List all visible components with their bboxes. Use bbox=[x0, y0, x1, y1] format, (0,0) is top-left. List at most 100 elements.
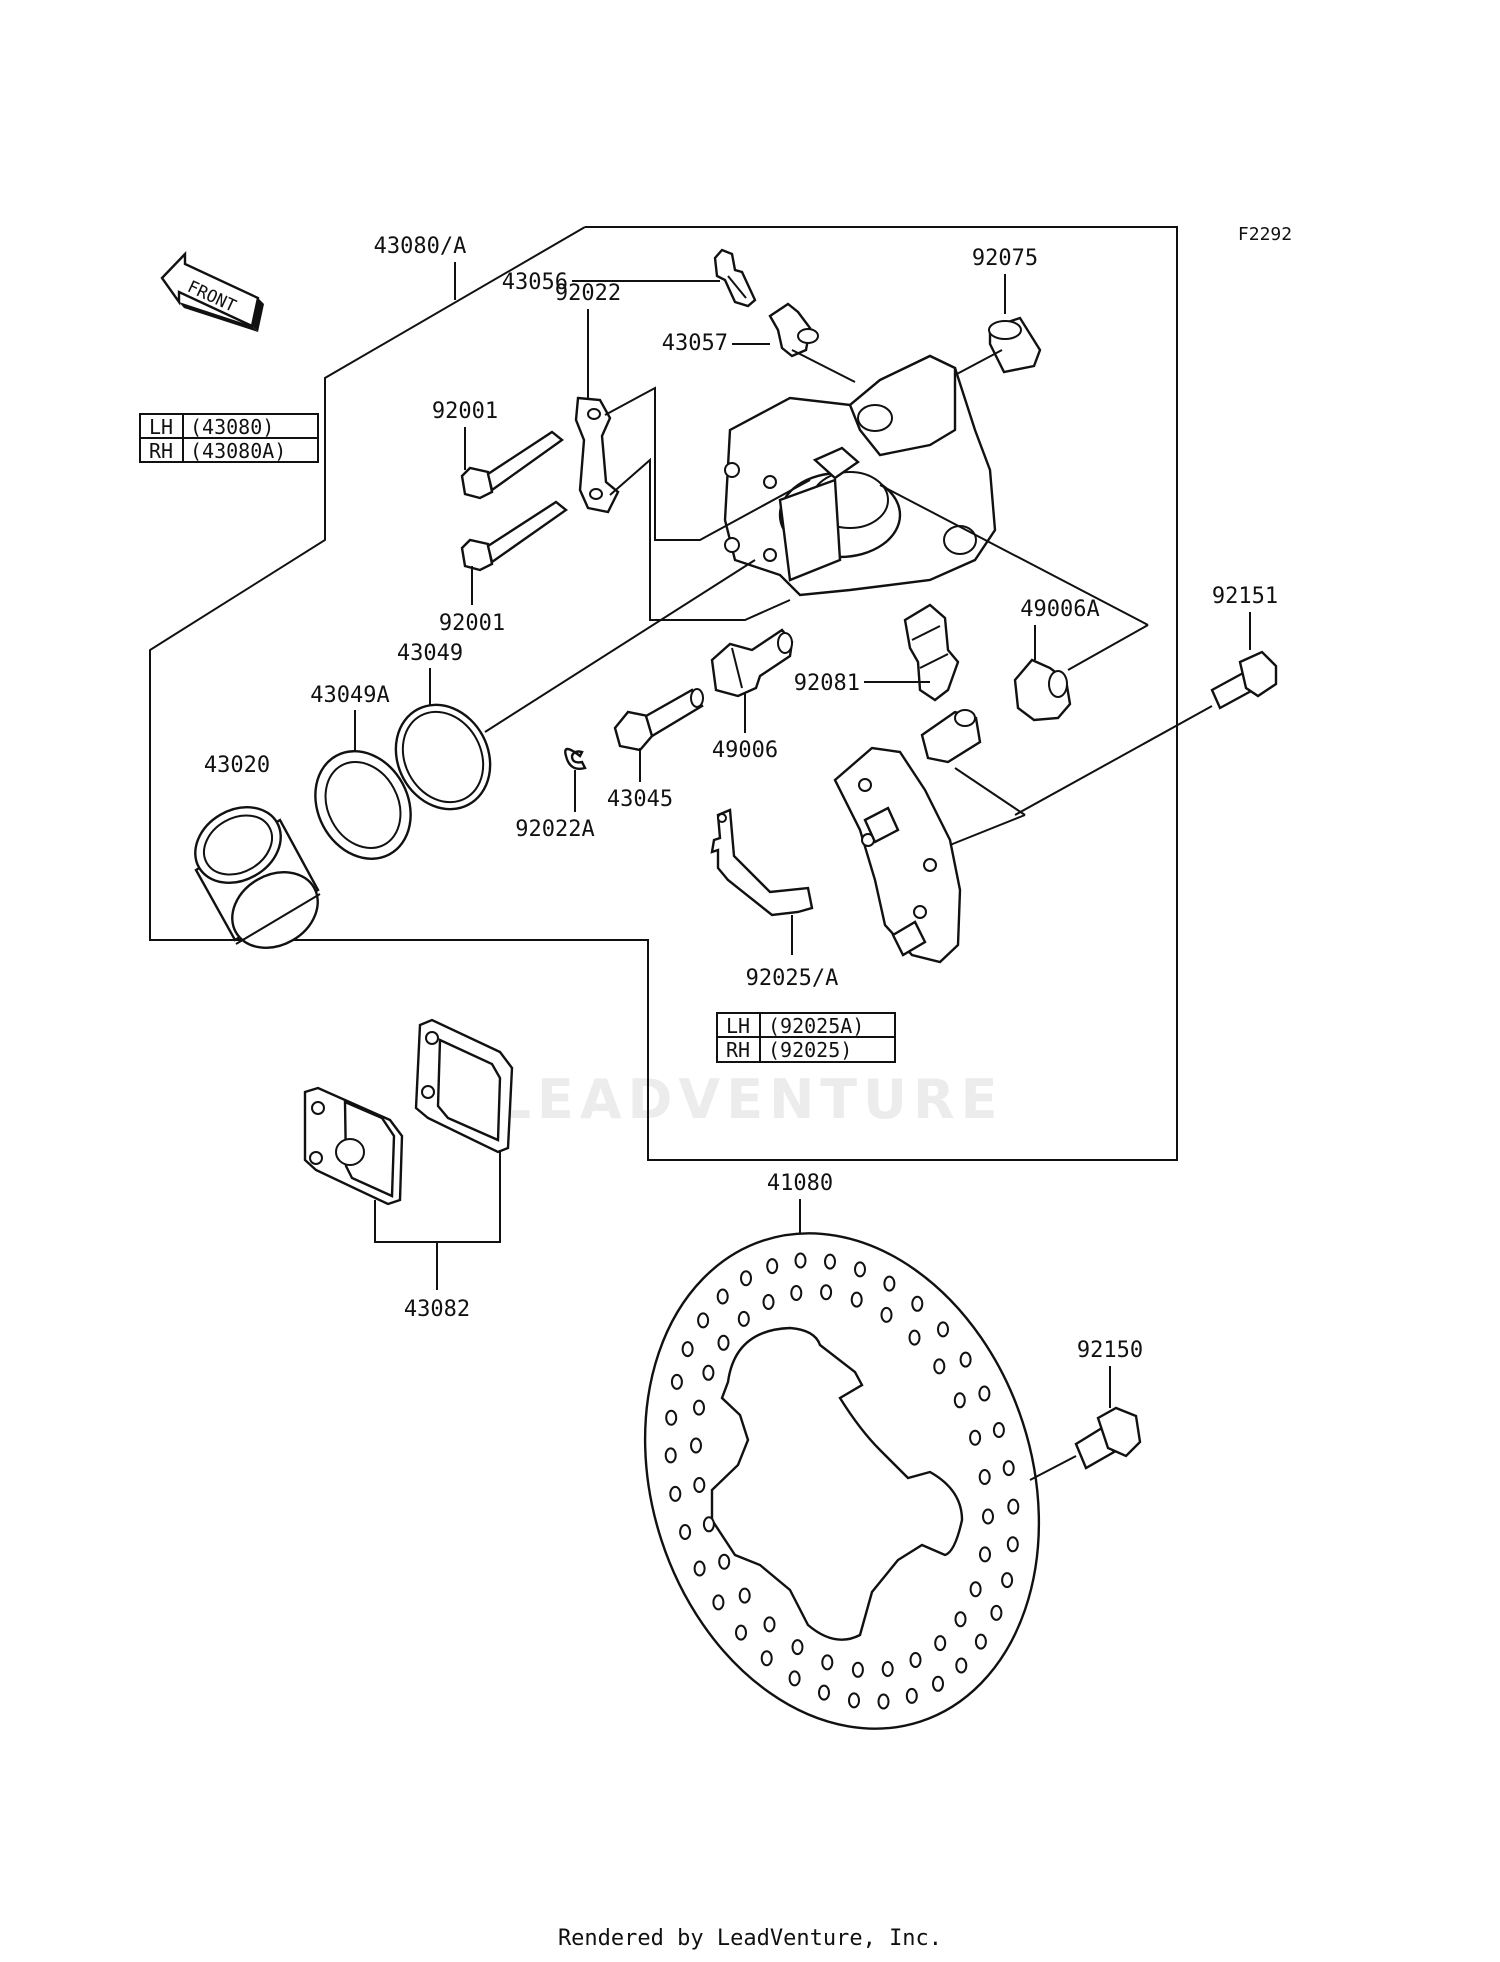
label-92075: 92075 bbox=[972, 246, 1038, 271]
disc-vent-hole bbox=[788, 1670, 801, 1687]
disc-vent-hole bbox=[818, 1684, 830, 1701]
disc-vent-hole bbox=[955, 1657, 968, 1674]
caliper-assembly-boundary bbox=[149, 226, 1178, 1161]
bracket-table-rh-side: RH bbox=[726, 1038, 750, 1062]
caliper-table-lh-part: (43080) bbox=[190, 415, 274, 439]
disc-vent-hole bbox=[670, 1373, 683, 1390]
disc-vent-hole bbox=[883, 1275, 896, 1292]
disc-vent-hole bbox=[712, 1594, 725, 1611]
disc-vent-hole bbox=[934, 1635, 947, 1652]
plate-92022 bbox=[574, 396, 620, 514]
disc-vent-hole bbox=[740, 1270, 752, 1287]
disc-vent-hole bbox=[982, 1508, 994, 1525]
label-49006A: 49006A bbox=[1020, 597, 1099, 622]
disc-vent-hole bbox=[1006, 1536, 1019, 1553]
caliper-table-lh-side: LH bbox=[149, 415, 173, 439]
pin-43045 bbox=[613, 688, 704, 752]
disc-vent-hole bbox=[854, 1261, 866, 1278]
bolt-92001-bottom bbox=[460, 500, 568, 572]
disc-vent-hole bbox=[908, 1329, 921, 1346]
disc-vent-hole bbox=[932, 1675, 944, 1692]
plate-92025-A bbox=[710, 808, 814, 917]
label-92150: 92150 bbox=[1077, 1338, 1143, 1363]
disc-vent-hole bbox=[820, 1284, 833, 1301]
label-49006: 49006 bbox=[712, 738, 778, 763]
front-arrow-icon: FRONT bbox=[160, 251, 264, 332]
disc-vent-hole bbox=[679, 1524, 692, 1540]
seal-43049 bbox=[394, 703, 492, 811]
render-credit: Rendered by LeadVenture, Inc. bbox=[557, 1926, 943, 1951]
disc-vent-hole bbox=[974, 1633, 987, 1650]
label-43049: 43049 bbox=[397, 641, 463, 666]
disc-vent-hole bbox=[794, 1252, 807, 1269]
caliper-body bbox=[723, 354, 997, 597]
bolt-92151 bbox=[1210, 650, 1278, 710]
bracket-table-lh-part: (92025A) bbox=[768, 1014, 864, 1038]
disc-vent-hole bbox=[992, 1422, 1005, 1438]
disc-vent-hole bbox=[716, 1288, 729, 1305]
label-92022: 92022 bbox=[555, 281, 621, 306]
disc-vent-hole bbox=[702, 1516, 715, 1533]
label-92025-A: 92025/A bbox=[746, 966, 839, 991]
bleeder-cap bbox=[768, 302, 819, 358]
caliper-table-rh-side: RH bbox=[149, 439, 173, 463]
disc-vent-hole bbox=[762, 1294, 775, 1310]
disc-vent-hole bbox=[848, 1692, 860, 1709]
disc-vent-hole bbox=[738, 1587, 751, 1604]
disc-vent-hole bbox=[1001, 1572, 1014, 1589]
disc-vent-hole bbox=[911, 1295, 924, 1312]
brake-pads-43082 bbox=[303, 1018, 514, 1206]
boot-49006A bbox=[1013, 658, 1072, 722]
label-43082: 43082 bbox=[404, 1297, 470, 1322]
disc-vent-hole bbox=[735, 1624, 747, 1641]
disc-vent-hole bbox=[1007, 1498, 1020, 1515]
disc-vent-hole bbox=[969, 1581, 982, 1598]
label-92151: 92151 bbox=[1212, 584, 1278, 609]
label-43057: 43057 bbox=[662, 331, 728, 356]
disc-vent-hole bbox=[690, 1437, 702, 1454]
disc-vent-hole bbox=[978, 1469, 991, 1485]
disc-vent-hole bbox=[954, 1611, 967, 1628]
disc-vent-hole bbox=[665, 1409, 678, 1426]
disc-vent-hole bbox=[693, 1560, 706, 1577]
label-43045: 43045 bbox=[607, 787, 673, 812]
label-92001-bottom: 92001 bbox=[439, 611, 505, 636]
caliper-side-table: LH (43080) RH (43080A) bbox=[139, 413, 319, 463]
bracket-table-lh-side: LH bbox=[726, 1014, 750, 1038]
label-41080: 41080 bbox=[767, 1171, 833, 1196]
bolt-92001-top bbox=[460, 430, 564, 500]
label-92022A: 92022A bbox=[515, 817, 594, 842]
piston-43020 bbox=[194, 806, 321, 949]
disc-vent-hole bbox=[909, 1652, 922, 1668]
bracket-side-table: LH (92025A) RH (92025) bbox=[716, 1012, 896, 1063]
disc-vent-hole bbox=[717, 1334, 730, 1351]
disc-vent-hole bbox=[933, 1358, 946, 1375]
disc-vent-hole bbox=[1002, 1460, 1015, 1477]
disc-vent-hole bbox=[851, 1661, 864, 1678]
circlip-92022A bbox=[564, 747, 587, 770]
label-43020: 43020 bbox=[204, 753, 270, 778]
disc-vent-hole bbox=[880, 1306, 893, 1323]
disc-vent-hole bbox=[669, 1485, 682, 1502]
label-43080-A: 43080/A bbox=[374, 234, 467, 259]
disc-vent-hole bbox=[791, 1639, 804, 1656]
disc-vent-hole bbox=[824, 1253, 836, 1270]
disc-vent-hole bbox=[979, 1546, 991, 1563]
disc-vent-hole bbox=[760, 1650, 773, 1667]
disc-vent-hole bbox=[681, 1341, 694, 1358]
bleeder-valve bbox=[713, 248, 757, 308]
seal-43049A bbox=[314, 750, 412, 860]
watermark: LEADVENTURE bbox=[497, 1068, 1004, 1131]
disc-vent-hole bbox=[766, 1258, 779, 1275]
disc-vent-hole bbox=[718, 1553, 731, 1570]
disc-vent-hole bbox=[978, 1385, 991, 1402]
disc-vent-hole bbox=[697, 1312, 710, 1329]
disc-vent-hole bbox=[737, 1310, 750, 1327]
label-92001-top: 92001 bbox=[432, 399, 498, 424]
caliper-bracket bbox=[833, 709, 982, 964]
disc-vent-hole bbox=[693, 1399, 705, 1416]
disc-vent-hole bbox=[959, 1351, 972, 1368]
disc-vent-hole bbox=[850, 1291, 863, 1308]
caliper-table-rh-part: (43080A) bbox=[190, 439, 286, 463]
